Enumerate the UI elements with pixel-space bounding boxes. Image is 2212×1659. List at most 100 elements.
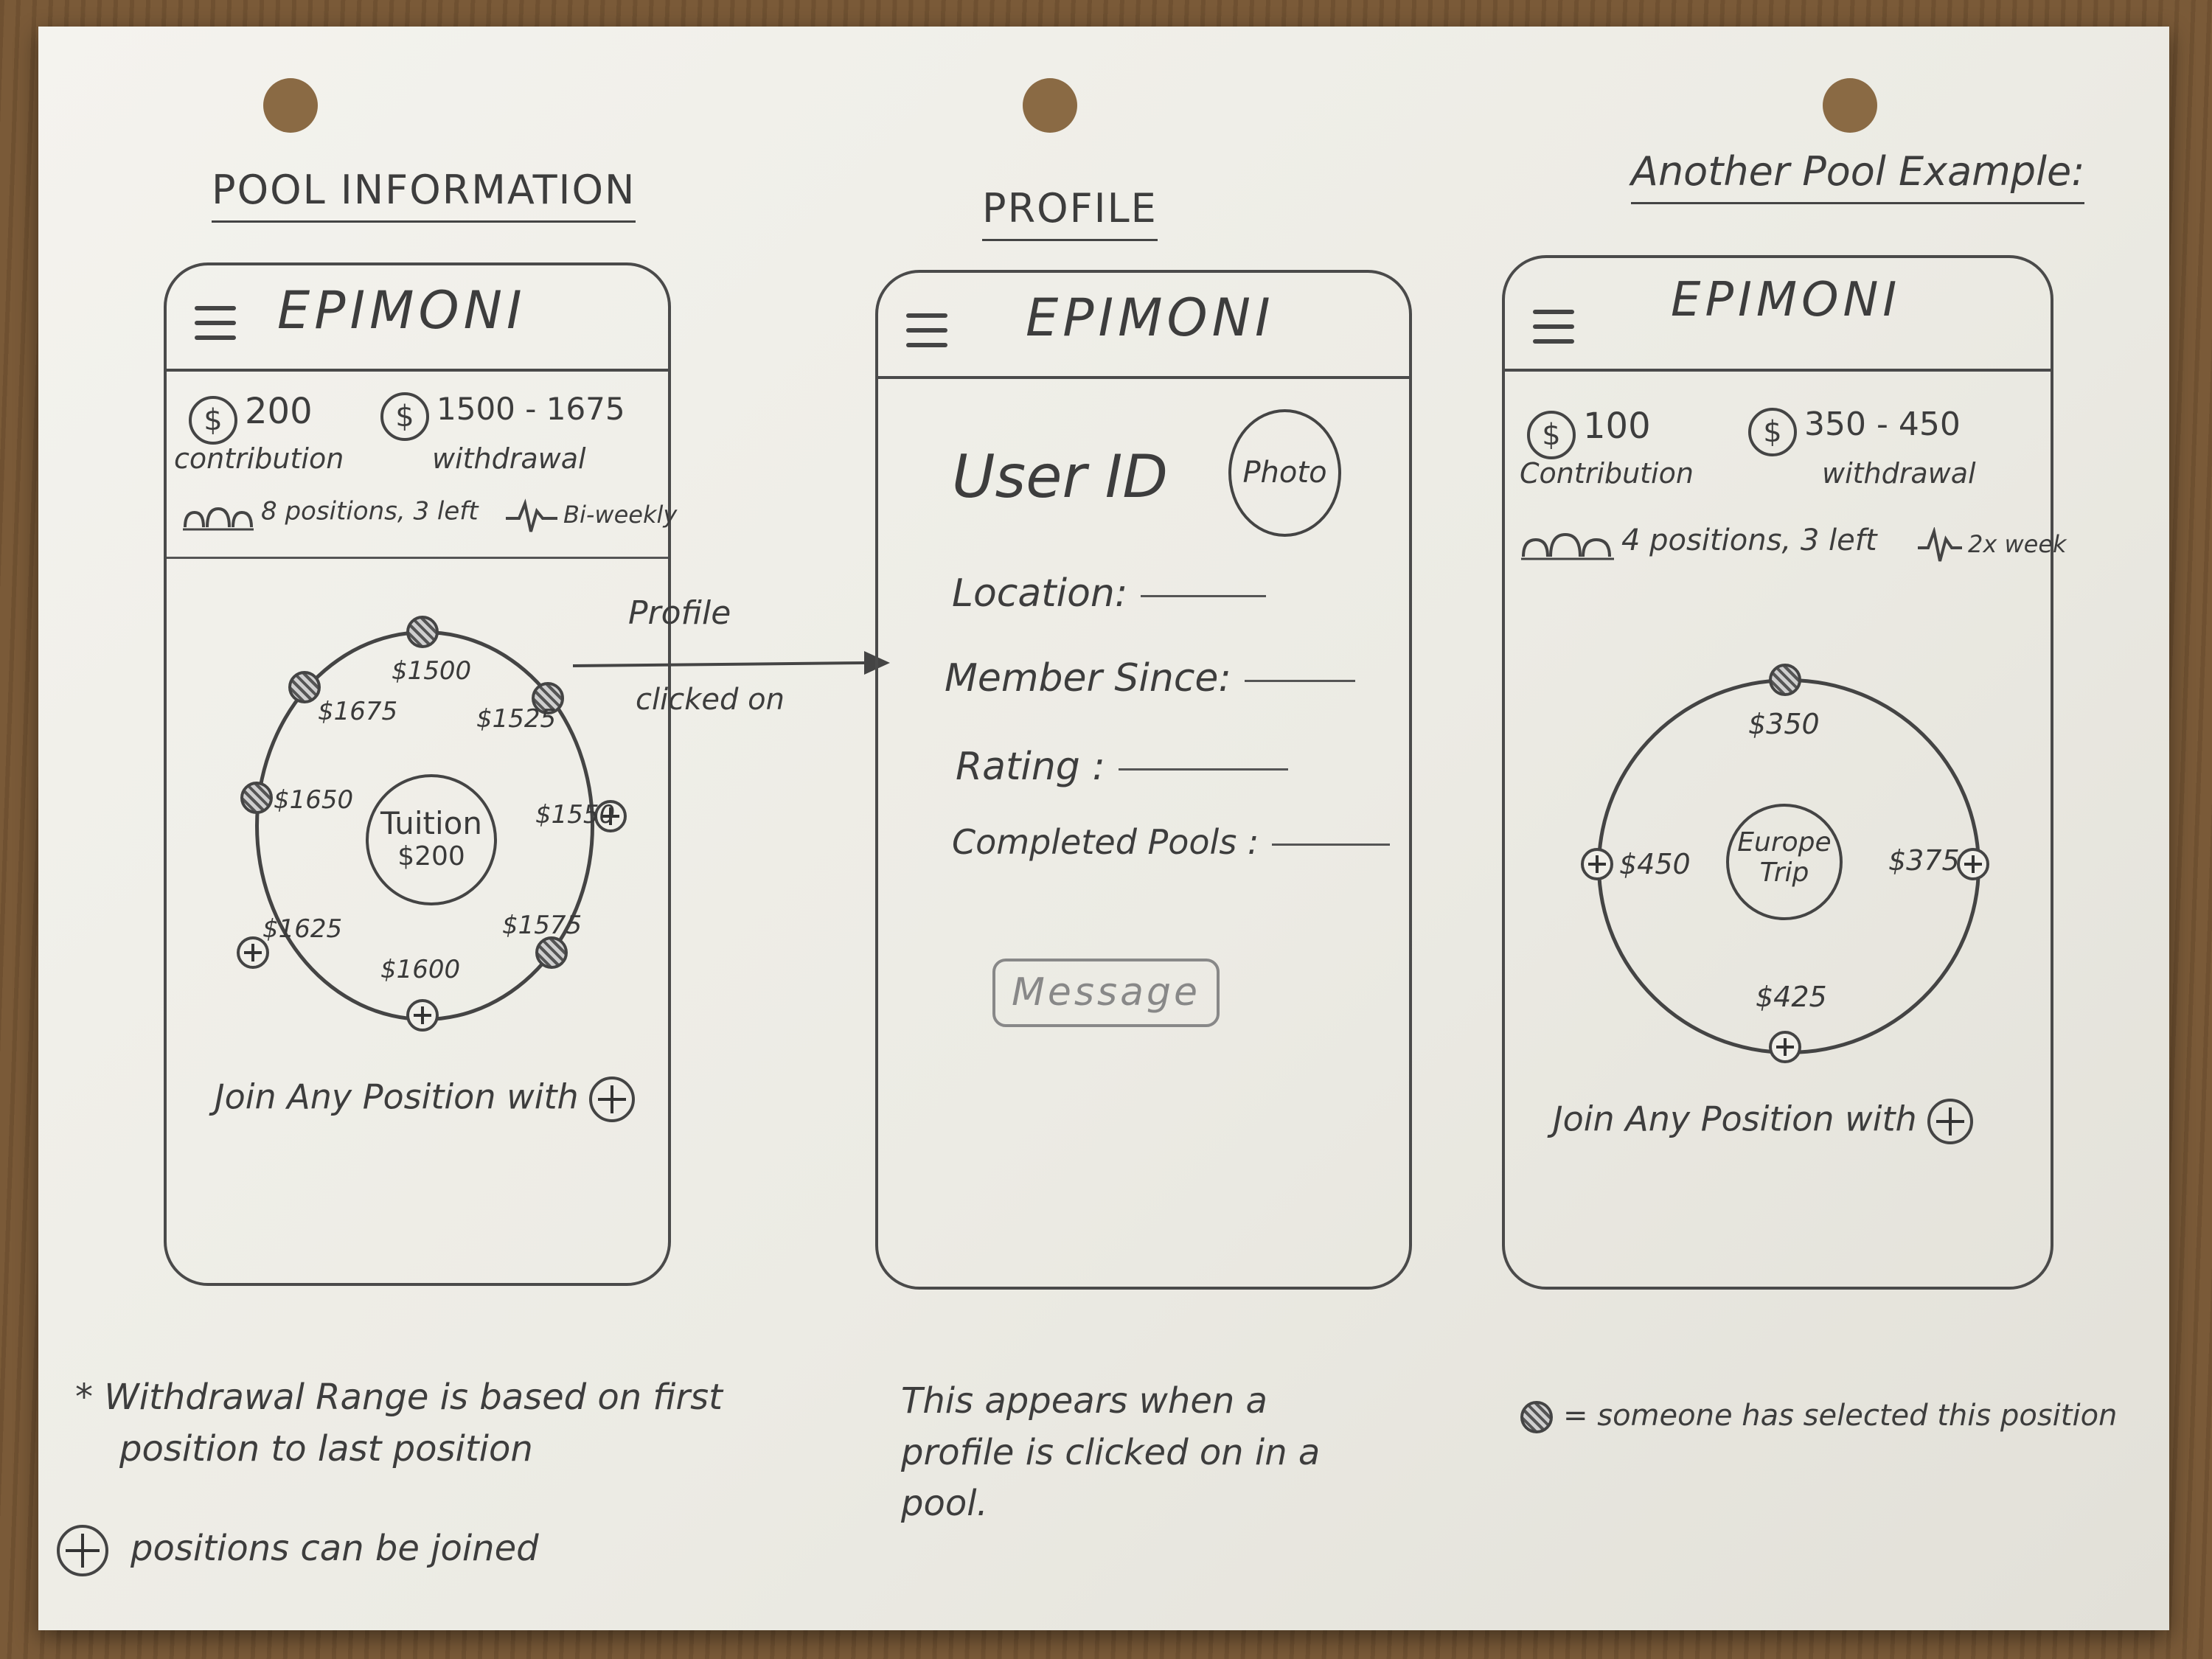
rating-label: Rating : bbox=[956, 745, 1105, 789]
people-icon bbox=[183, 507, 254, 531]
completed-pools-value-line bbox=[1272, 844, 1391, 846]
withdrawal-label: withdrawal bbox=[1822, 457, 1976, 490]
position-amount: $1675 bbox=[318, 697, 398, 726]
pulse-icon bbox=[506, 498, 557, 532]
heading-another-pool: Another Pool Example: bbox=[1631, 148, 2085, 204]
member-since-value-line bbox=[1244, 679, 1355, 682]
app-header: EPIMONI bbox=[878, 273, 1409, 379]
position-join-button[interactable] bbox=[1769, 1031, 1801, 1063]
positions-text: 8 positions, 3 left bbox=[261, 496, 479, 526]
position-amount: $1525 bbox=[476, 704, 557, 734]
frequency-stat: 2x week bbox=[1918, 527, 2067, 564]
rating-field: Rating : bbox=[956, 745, 1288, 789]
pool-center-line1: Europe bbox=[1737, 827, 1832, 858]
plus-icon bbox=[588, 1077, 635, 1122]
dollar-icon: $ bbox=[189, 395, 237, 445]
position-join-button[interactable] bbox=[237, 936, 269, 969]
frequency-text: 2x week bbox=[1968, 530, 2067, 558]
app-title: EPIMONI bbox=[1026, 288, 1275, 348]
profile-note: This appears when a profile is clicked o… bbox=[901, 1376, 1320, 1530]
join-instruction-text: Join Any Position with bbox=[1553, 1099, 1917, 1139]
profile-note-line1: This appears when a bbox=[901, 1380, 1267, 1422]
position-amount: $1550 bbox=[535, 800, 616, 830]
withdrawal-stat: $1500 - 1675 bbox=[380, 391, 625, 441]
dollar-icon: $ bbox=[1527, 410, 1576, 459]
join-instruction-text: Join Any Position with bbox=[215, 1077, 579, 1117]
position-amount: $1500 bbox=[392, 656, 472, 686]
plus-note: positions can be joined bbox=[57, 1523, 539, 1576]
paper-sheet: POOL INFORMATION PROFILE Another Pool Ex… bbox=[38, 27, 2169, 1630]
phone-another-pool: EPIMONI $100 Contribution $350 - 450 wit… bbox=[1502, 255, 2067, 1290]
location-label: Location: bbox=[952, 571, 1128, 616]
withdrawal-stat: $350 - 450 bbox=[1748, 406, 1961, 456]
member-since-field: Member Since: bbox=[945, 656, 1355, 700]
contribution-value: 200 bbox=[245, 391, 313, 432]
divider bbox=[167, 557, 668, 559]
arrow-label-top: Profile bbox=[628, 594, 731, 632]
frequency-text: Bi-weekly bbox=[563, 501, 678, 529]
position-amount: $1650 bbox=[274, 785, 354, 815]
withdrawal-value: 1500 - 1675 bbox=[437, 391, 625, 427]
arrow-label-bottom: clicked on bbox=[636, 683, 785, 717]
rating-value-line bbox=[1118, 768, 1288, 771]
message-button[interactable]: Message bbox=[992, 959, 1220, 1027]
profile-photo-label: Photo bbox=[1242, 456, 1327, 490]
punch-hole bbox=[263, 78, 318, 133]
dollar-icon: $ bbox=[1748, 407, 1797, 456]
position-join-button[interactable] bbox=[1957, 848, 1989, 880]
location-value-line bbox=[1141, 594, 1267, 597]
frequency-stat: Bi-weekly bbox=[506, 498, 677, 535]
pool-center-line2: Trip bbox=[1759, 858, 1809, 888]
app-title: EPIMONI bbox=[277, 280, 526, 341]
dollar-icon: $ bbox=[380, 392, 429, 441]
position-taken-icon bbox=[1769, 664, 1801, 696]
join-instruction: Join Any Position with bbox=[215, 1077, 635, 1122]
contribution-stat: $100 bbox=[1527, 406, 1651, 459]
people-icon bbox=[1521, 532, 1614, 560]
pulse-icon bbox=[1918, 527, 1962, 562]
positions-stat: 8 positions, 3 left bbox=[181, 494, 479, 531]
position-join-button[interactable] bbox=[594, 800, 627, 832]
pool-center: Tuition $200 bbox=[366, 774, 497, 905]
position-amount: $1575 bbox=[502, 911, 582, 940]
app-header: EPIMONI bbox=[1505, 258, 2051, 372]
selected-note-text: = someone has selected this position bbox=[1563, 1399, 2118, 1433]
member-since-label: Member Since: bbox=[945, 656, 1231, 700]
phone-profile: EPIMONI User ID Photo Location: Member S… bbox=[875, 270, 1412, 1290]
punch-hole bbox=[1023, 78, 1077, 133]
position-taken-icon bbox=[535, 936, 568, 969]
pool-center-amount: $200 bbox=[397, 841, 465, 872]
position-amount: $450 bbox=[1619, 848, 1691, 880]
pool-center: Europe Trip bbox=[1726, 804, 1843, 920]
punch-hole bbox=[1823, 78, 1877, 133]
position-amount: $425 bbox=[1756, 981, 1827, 1013]
position-taken-icon bbox=[532, 682, 564, 714]
arrow-icon bbox=[573, 651, 890, 675]
profile-photo: Photo bbox=[1228, 409, 1341, 537]
profile-note-line2: profile is clicked on in a bbox=[901, 1431, 1321, 1473]
contribution-label: Contribution bbox=[1520, 457, 1694, 490]
position-taken-icon bbox=[240, 782, 273, 814]
menu-icon[interactable] bbox=[906, 313, 947, 358]
withdrawal-label: withdrawal bbox=[432, 442, 586, 475]
taken-position-icon bbox=[1520, 1401, 1553, 1433]
heading-profile: PROFILE bbox=[982, 185, 1158, 241]
contribution-label: contribution bbox=[174, 442, 344, 475]
plus-icon bbox=[57, 1525, 108, 1576]
menu-icon[interactable] bbox=[1533, 310, 1574, 354]
withdrawal-note: * Withdrawal Range is based on first pos… bbox=[75, 1372, 723, 1475]
menu-icon[interactable] bbox=[195, 306, 236, 350]
position-join-button[interactable] bbox=[1581, 848, 1613, 880]
app-title: EPIMONI bbox=[1671, 273, 1902, 327]
withdrawal-note-line1: * Withdrawal Range is based on first bbox=[75, 1377, 723, 1418]
user-id: User ID bbox=[952, 442, 1168, 511]
plus-note-text: positions can be joined bbox=[131, 1528, 539, 1569]
pool-center-name: Tuition bbox=[380, 805, 483, 841]
completed-pools-field: Completed Pools : bbox=[952, 822, 1391, 862]
plus-icon bbox=[1927, 1099, 1973, 1144]
heading-pool-information: POOL INFORMATION bbox=[212, 167, 636, 223]
contribution-value: 100 bbox=[1583, 406, 1651, 447]
phone-pool-information: EPIMONI $200 contribution $1500 - 1675 w… bbox=[164, 262, 677, 1286]
position-join-button[interactable] bbox=[406, 999, 439, 1032]
position-amount: $350 bbox=[1748, 708, 1820, 740]
